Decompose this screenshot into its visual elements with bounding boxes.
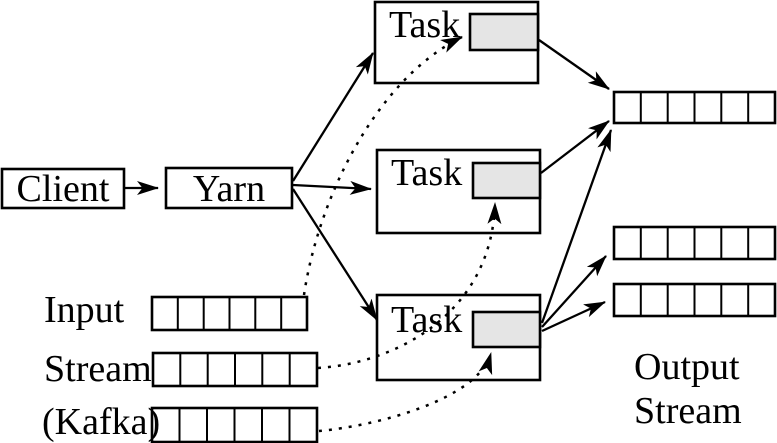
arrow-yarn-to-task2 <box>292 180 372 195</box>
yarn-box <box>164 166 294 210</box>
client-node: Client <box>0 167 126 210</box>
output-partition-3 <box>612 282 777 318</box>
yarn-node: Yarn <box>164 166 294 210</box>
task1-node: Task <box>373 0 540 85</box>
input-stream-label-line1: Input <box>44 289 125 331</box>
output-partition-1 <box>612 90 777 125</box>
task3-node: Task <box>375 293 542 382</box>
task2-label: Task <box>391 152 462 194</box>
output-partition-3-cell-dividers <box>639 284 750 316</box>
arrow-yarn-to-task1 <box>292 52 374 182</box>
output-partition-2 <box>612 225 777 261</box>
task3-label: Task <box>391 299 462 341</box>
arrow-task3-buffer-to-output3 <box>541 300 606 333</box>
task2-buffer <box>471 161 542 200</box>
client-label: Client <box>17 168 110 210</box>
output-partition-2-cell-dividers <box>639 227 750 259</box>
dotted-arrow-input3-to-task3-buffer <box>318 352 493 433</box>
output-stream-label-line1: Output <box>634 346 740 388</box>
input-partition-3 <box>150 406 319 443</box>
client-box <box>0 167 126 210</box>
input-partition-3-cell-dividers <box>178 408 291 442</box>
input-partition-1 <box>150 295 309 332</box>
arrow-task3-buffer-to-output1 <box>540 129 613 324</box>
task1-buffer <box>468 12 540 52</box>
input-stream-label-line3: (Kafka) <box>42 401 160 443</box>
task2-node: Task <box>375 148 542 235</box>
arrow-task3-buffer-to-output2 <box>541 255 607 328</box>
yarn-label: Yarn <box>193 168 265 210</box>
arrow-task1-buffer-to-output1 <box>538 39 610 90</box>
task1-label: Task <box>389 4 460 46</box>
input-partition-2-cell-dividers <box>179 353 291 386</box>
input-stream-label-line2: Stream <box>44 348 152 390</box>
task3-buffer <box>471 310 542 349</box>
arrow-yarn-to-task3 <box>292 188 378 321</box>
output-partition-1-cell-dividers <box>639 92 750 123</box>
output-stream-label-line2: Stream <box>634 390 742 432</box>
input-partition-2 <box>151 351 319 388</box>
input-partition-1-cell-dividers <box>176 297 283 330</box>
dotted-arrow-input2-to-task2-buffer <box>317 202 502 370</box>
